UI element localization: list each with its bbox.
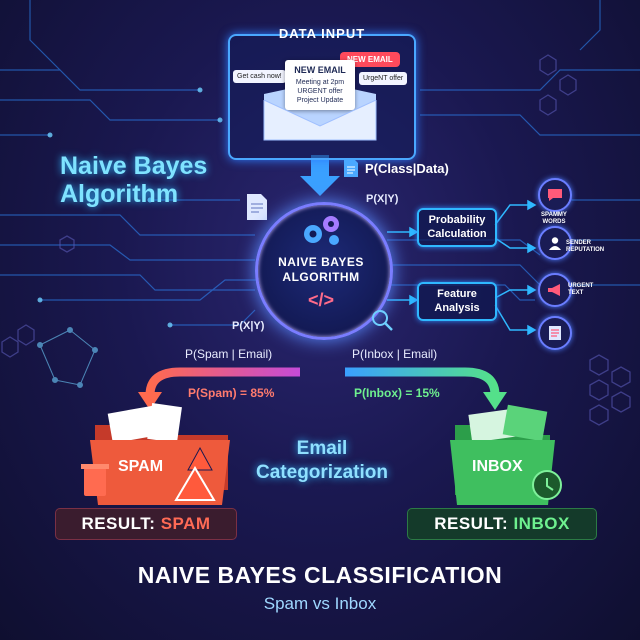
result-inbox-box: RESULT: INBOX (407, 508, 597, 540)
email-paper: NEW EMAIL Meeting at 2pm URGENT offer Pr… (285, 60, 355, 110)
formula-p-x-y-left: P(X|Y) (232, 320, 265, 332)
p-spam-value: P(Spam) = 85% (188, 386, 275, 400)
categorization-line-1: Email (296, 438, 348, 459)
probability-calculation-box: Probability Calculation (417, 208, 497, 247)
spam-folder-icon (81, 403, 230, 505)
feature-analysis-box: Feature Analysis (417, 282, 497, 321)
core-line-1: NAIVE BAYES (278, 255, 364, 269)
result-spam-prefix: RESULT: (81, 514, 161, 533)
p-inbox-value: P(Inbox) = 15% (354, 386, 440, 400)
paper-line-1: Meeting at 2pm (295, 79, 345, 86)
result-inbox-prefix: RESULT: (434, 514, 514, 533)
result-spam-box: RESULT: SPAM (55, 508, 237, 540)
probability-line-2: Calculation (427, 228, 487, 240)
formula-p-inbox-email: P(Inbox | Email) (352, 347, 438, 361)
footer-subtitle: Spam vs Inbox (263, 594, 377, 613)
footer-title: NAIVE BAYES CLASSIFICATION (137, 562, 503, 588)
probability-line-1: Probability (428, 214, 486, 226)
document-page-icon (247, 194, 267, 220)
core-line-2: ALGORITHM (282, 270, 360, 284)
email-tag-right: UrgeNT offer (359, 72, 408, 85)
paper-line-3: Project Update (296, 97, 344, 104)
code-icon: </> (307, 290, 335, 310)
left-title-line-1: Naive Bayes (60, 152, 208, 180)
megaphone-icon (538, 273, 572, 307)
formula-p-class-data: P(Class|Data) (365, 161, 449, 176)
paper-line-2: URGENT offer (297, 88, 343, 95)
spam-folder-label: SPAM (118, 458, 164, 475)
feature-line-1: Feature (437, 288, 477, 300)
email-tag-left: Get cash now! (233, 70, 286, 83)
formula-p-spam-email: P(Spam | Email) (185, 347, 273, 361)
inbox-folder-label: INBOX (472, 458, 523, 475)
feature-line-2: Analysis (434, 302, 480, 314)
result-inbox-value: INBOX (513, 514, 570, 533)
categorization-line-2: Categorization (256, 462, 388, 483)
left-title-line-2: Algorithm (60, 180, 179, 208)
envelope-front-icon (263, 100, 377, 141)
result-spam-value: SPAM (160, 514, 211, 533)
paper-title: NEW EMAIL (294, 65, 346, 75)
data-input-title: DATA INPUT (278, 26, 366, 41)
document-list-icon (538, 316, 572, 350)
magnifier-icon (372, 310, 393, 331)
formula-p-x-y-top: P(X|Y) (366, 193, 399, 205)
document-icon (344, 159, 358, 177)
inbox-folder-icon (450, 404, 562, 505)
chat-bubble-icon (538, 178, 572, 212)
gears-icon (304, 216, 339, 245)
user-icon (538, 226, 572, 260)
